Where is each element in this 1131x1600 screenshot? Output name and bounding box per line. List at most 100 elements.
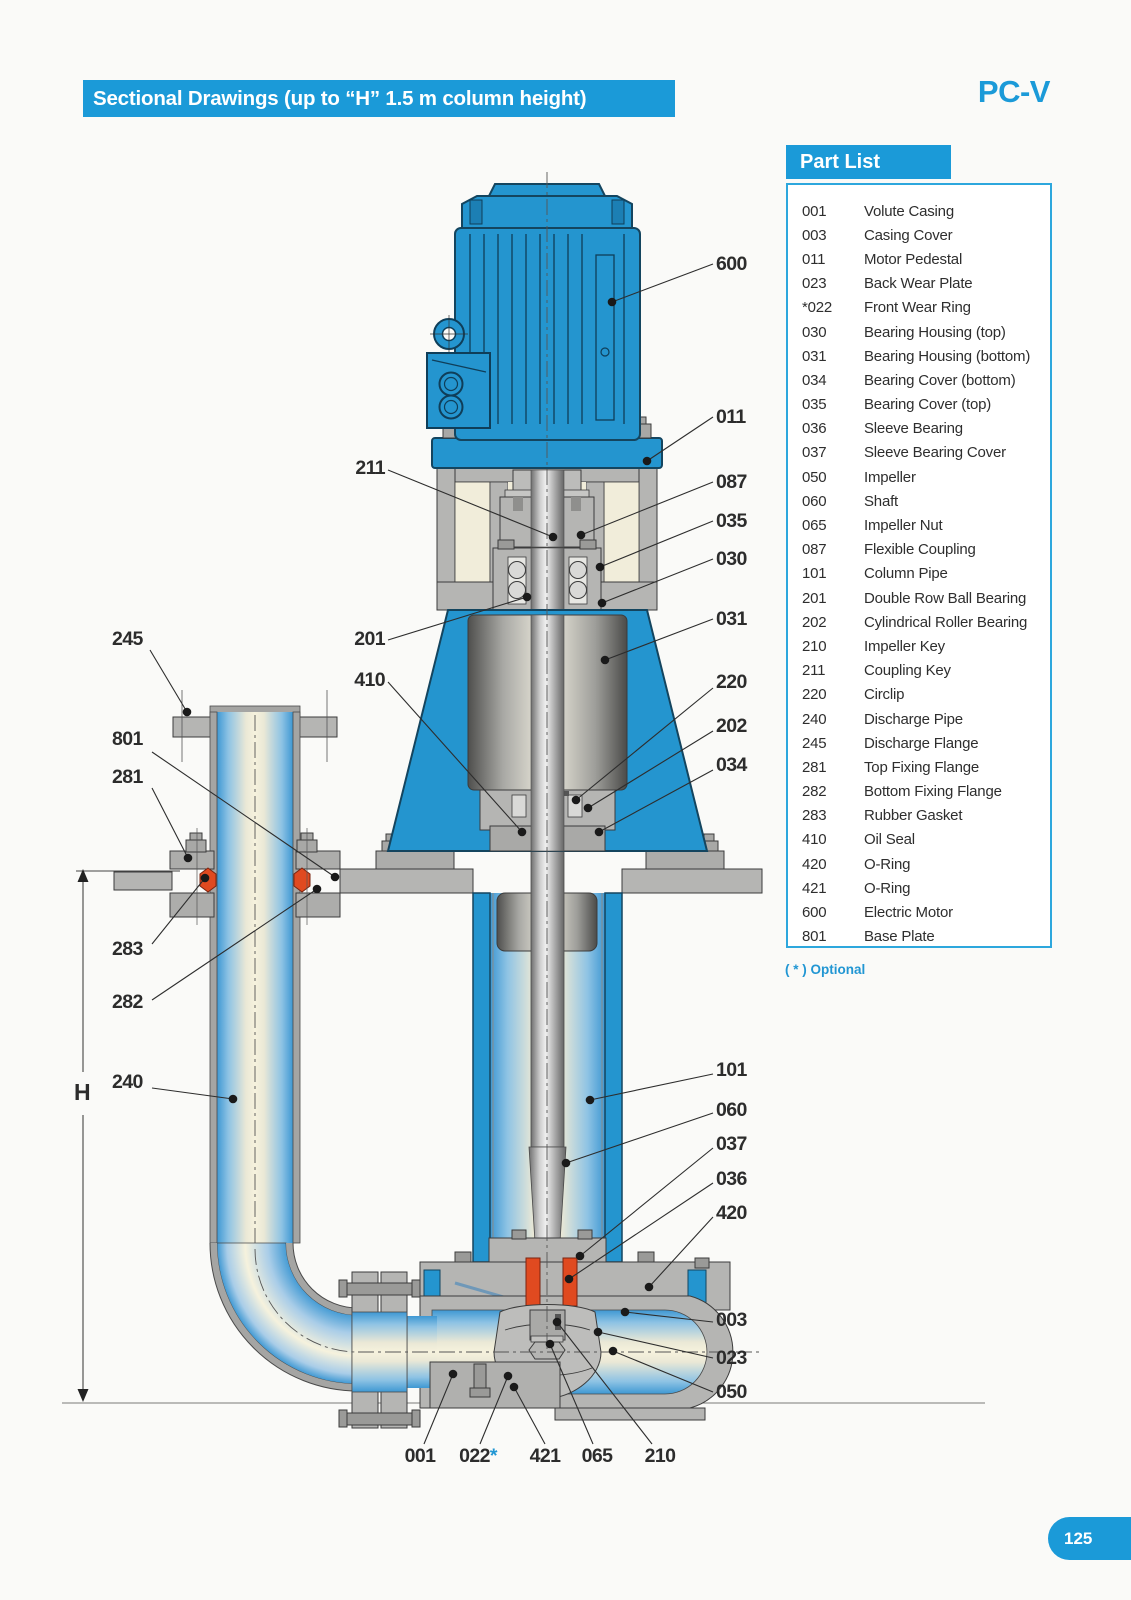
page-title: Sectional Drawings (up to “H” 1.5 m colu… (83, 80, 675, 117)
dimension-label: H (74, 1079, 91, 1105)
part-code: 410 (802, 831, 827, 849)
callout-050: 050 (716, 1381, 747, 1403)
part-code: 283 (802, 807, 827, 825)
callout-035: 035 (716, 510, 747, 532)
part-name: Sleeve Bearing (864, 420, 963, 438)
part-name: Circlip (864, 686, 905, 704)
part-name: Discharge Flange (864, 734, 979, 752)
callout-283: 283 (112, 938, 143, 960)
part-name: Oil Seal (864, 831, 915, 849)
part-name: Cylindrical Roller Bearing (864, 613, 1028, 631)
part-code: 101 (802, 565, 827, 583)
part-name: Bearing Housing (bottom) (864, 347, 1031, 365)
callout-421: 421 (530, 1445, 561, 1467)
leader-lines (149, 263, 714, 1445)
callout-003: 003 (716, 1309, 747, 1331)
part-list-row: 087 Flexible Coupling (802, 538, 1050, 562)
part-list-row: 410 Oil Seal (802, 828, 1050, 852)
part-name: Bearing Cover (bottom) (864, 371, 1016, 389)
part-name: Shaft (864, 492, 899, 510)
part-code: 420 (802, 855, 827, 873)
part-code: 060 (802, 492, 827, 510)
part-code: *022 (802, 299, 833, 317)
electric-motor (426, 183, 663, 469)
dimension-H: H (74, 869, 180, 1402)
part-name: Casing Cover (864, 226, 953, 244)
base-plate-assembly (113, 828, 763, 925)
part-name: O-Ring (864, 855, 911, 873)
callout-245: 245 (112, 628, 143, 650)
part-name: Impeller Key (864, 637, 945, 655)
page-number-badge: 125 (1048, 1517, 1131, 1560)
part-list-row: *022 Front Wear Ring (802, 296, 1050, 320)
part-code: 050 (802, 468, 827, 486)
callout-labels: 600 011 211 087 035 030 201 031 410 220 … (112, 253, 748, 1467)
part-list-row: 600 Electric Motor (802, 900, 1050, 924)
callout-410: 410 (354, 669, 385, 691)
leader-dots (182, 297, 654, 1392)
part-code: 245 (802, 734, 827, 752)
part-name: Bottom Fixing Flange (864, 783, 1002, 801)
part-list-row: 281 Top Fixing Flange (802, 755, 1050, 779)
part-name: Electric Motor (864, 904, 953, 922)
part-code: 211 (802, 662, 826, 680)
part-code: 600 (802, 904, 827, 922)
part-name: Flexible Coupling (864, 541, 976, 559)
part-code: 240 (802, 710, 827, 728)
part-name: Rubber Gasket (864, 807, 963, 825)
part-list-row: 001 Volute Casing (802, 199, 1050, 223)
part-name: Discharge Pipe (864, 710, 963, 728)
callout-240: 240 (112, 1071, 143, 1093)
part-code: 001 (802, 202, 827, 220)
callout-001: 001 (405, 1445, 436, 1467)
callout-087: 087 (716, 471, 747, 493)
callout-282: 282 (112, 991, 143, 1013)
part-name: Front Wear Ring (864, 299, 971, 317)
callout-065: 065 (582, 1445, 613, 1467)
part-name: Impeller Nut (864, 517, 943, 535)
part-code: 031 (802, 347, 827, 365)
part-code: 201 (802, 589, 827, 607)
callout-801: 801 (112, 728, 143, 750)
callout-022: 022* (459, 1445, 498, 1467)
part-code: 282 (802, 783, 827, 801)
part-code: 801 (802, 928, 827, 946)
callout-210: 210 (645, 1445, 676, 1467)
part-code: 037 (802, 444, 827, 462)
discharge-pipe (172, 690, 359, 1392)
part-list-row: 202 Cylindrical Roller Bearing (802, 610, 1050, 634)
part-code: 003 (802, 226, 827, 244)
part-name: O-Ring (864, 879, 911, 897)
callout-036: 036 (716, 1168, 747, 1190)
callout-202: 202 (716, 715, 747, 737)
lifting-eye (430, 315, 468, 353)
optional-note: ( * ) Optional (785, 962, 866, 977)
part-list-row: 282 Bottom Fixing Flange (802, 780, 1050, 804)
part-name: Volute Casing (864, 202, 954, 220)
part-code: 087 (802, 541, 827, 559)
part-code: 281 (802, 758, 827, 776)
callout-031: 031 (716, 608, 747, 630)
part-code: 036 (802, 420, 827, 438)
part-name: Motor Pedestal (864, 250, 963, 268)
part-code: 035 (802, 396, 827, 414)
part-list-row: 283 Rubber Gasket (802, 804, 1050, 828)
callout-037: 037 (716, 1133, 747, 1155)
part-code: 202 (802, 613, 827, 631)
callout-023: 023 (716, 1347, 747, 1369)
centerlines (254, 172, 760, 1353)
part-name: Top Fixing Flange (864, 758, 979, 776)
callout-211: 211 (355, 457, 385, 479)
part-list-row: 060 Shaft (802, 489, 1050, 513)
